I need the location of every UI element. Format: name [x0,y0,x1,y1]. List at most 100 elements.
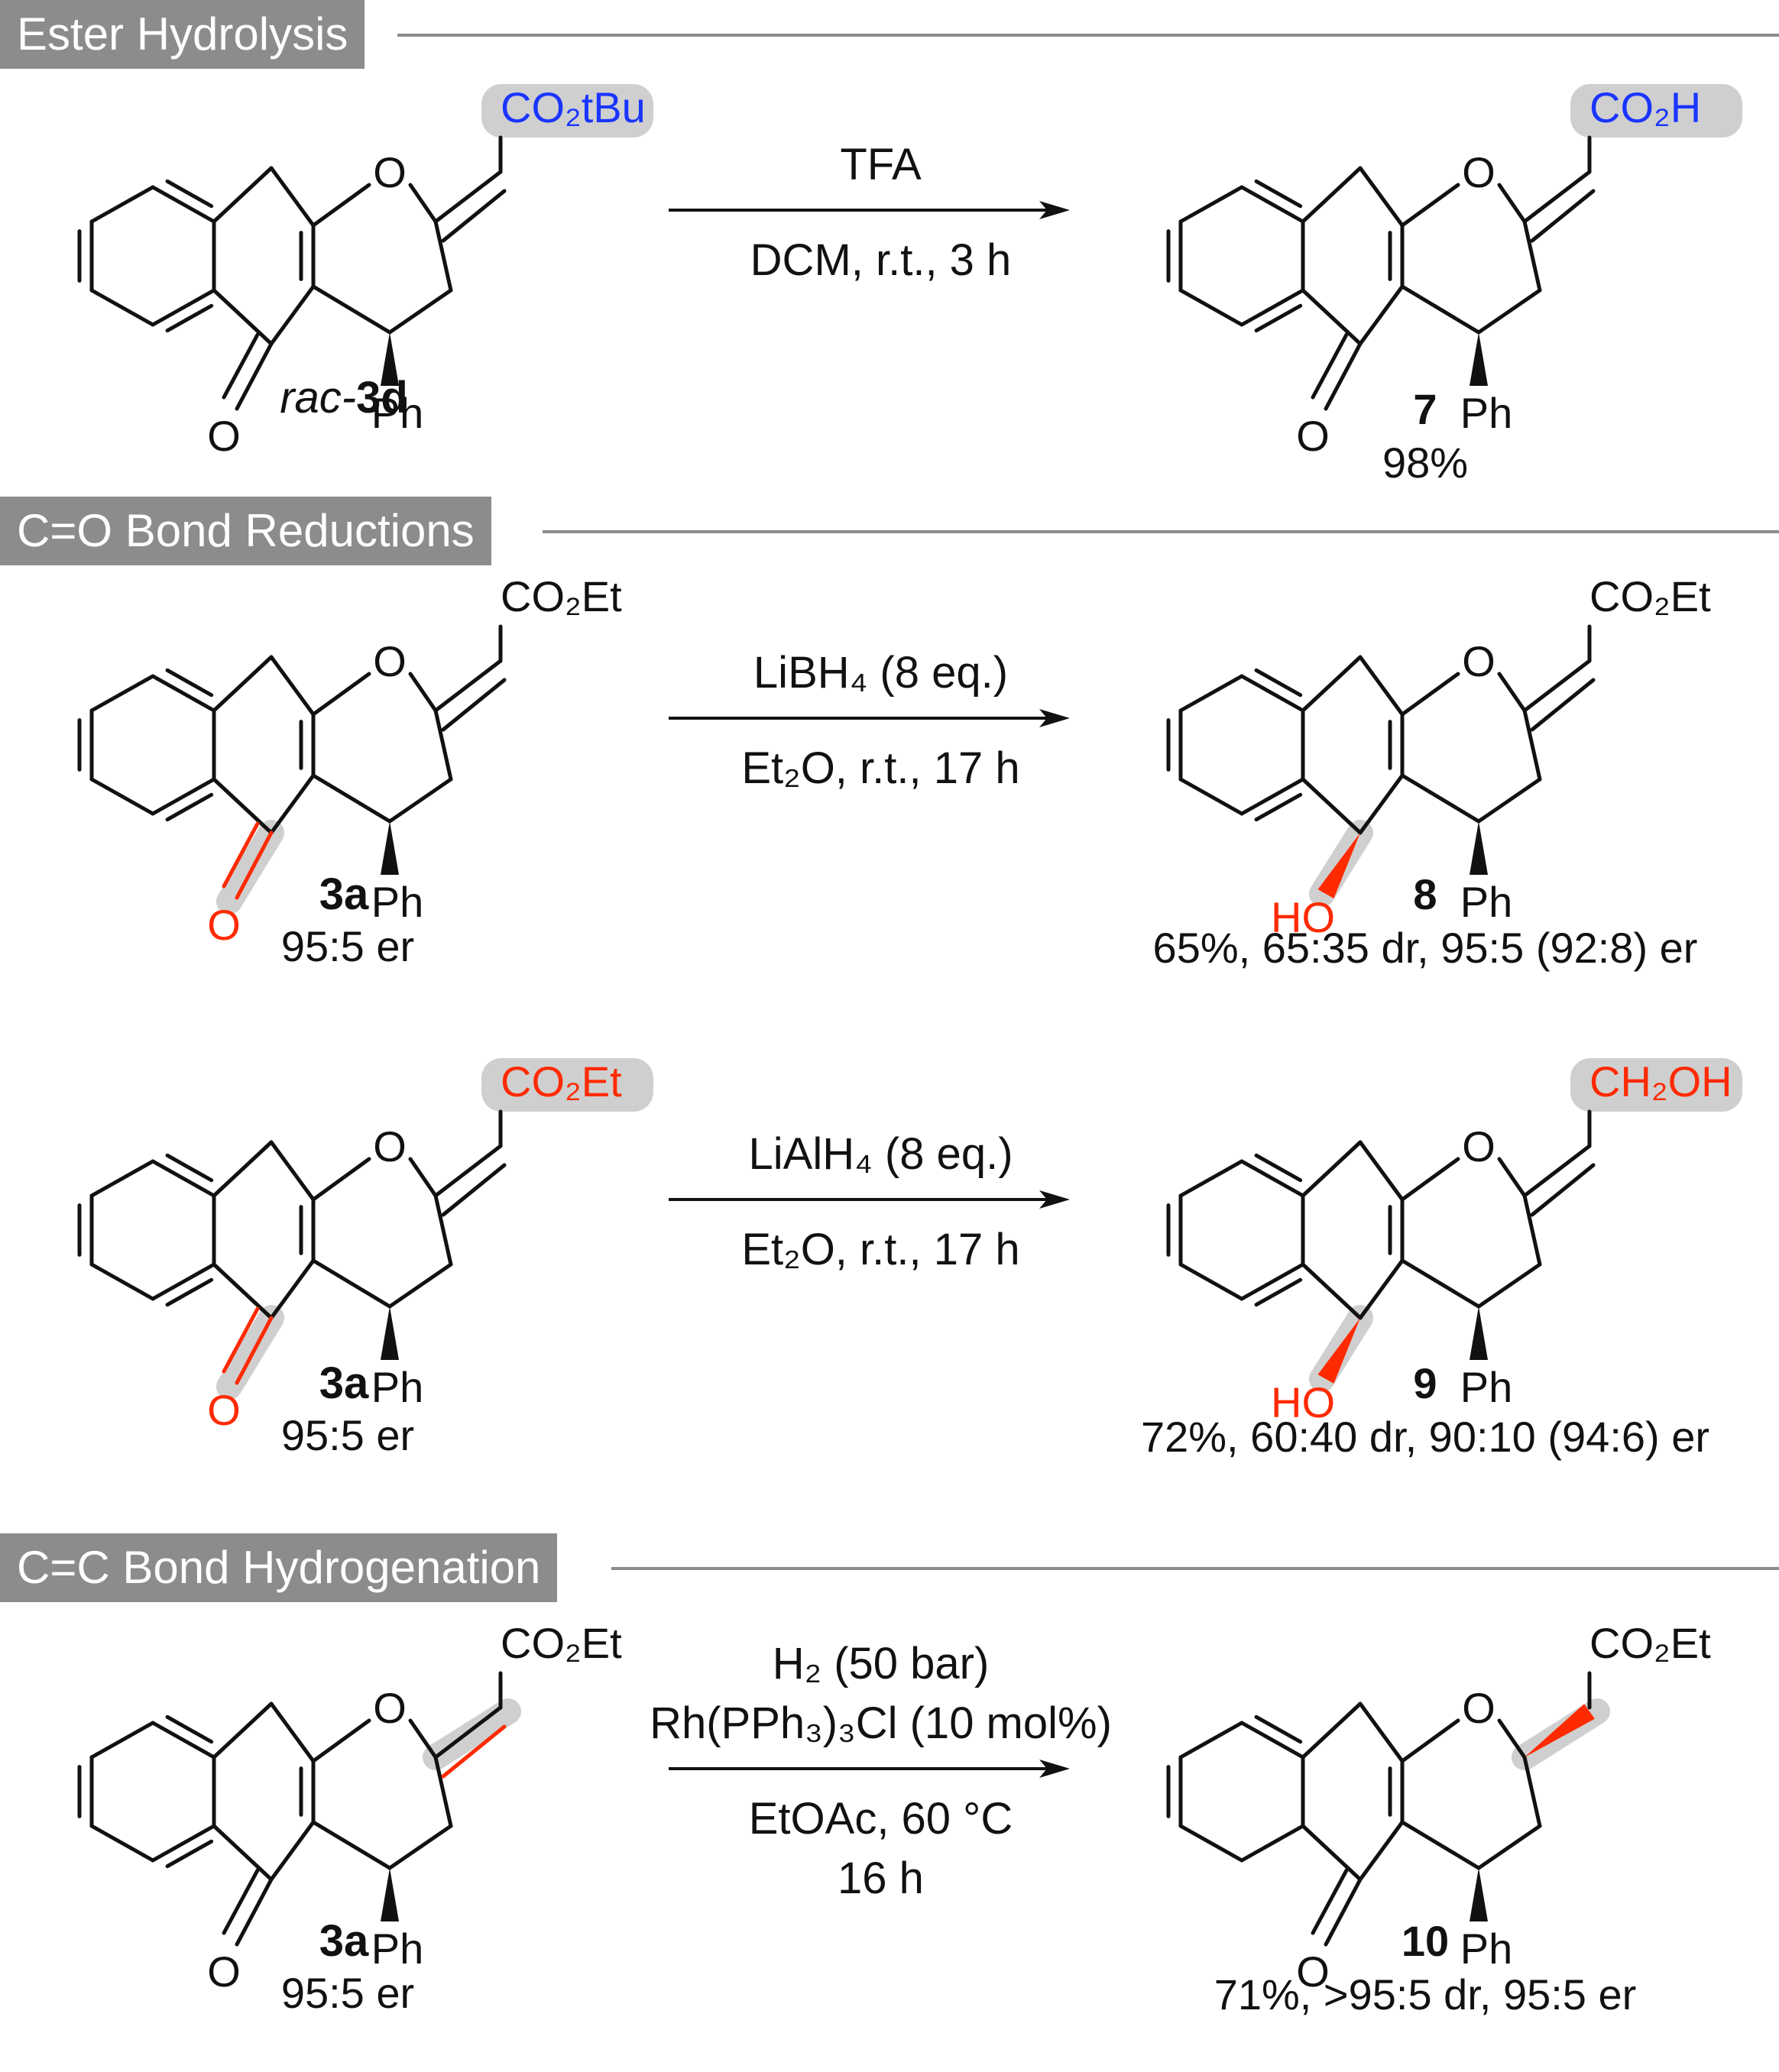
ring-bond [1400,284,1481,335]
compound-info: 95:5 er [281,922,414,970]
side-chain-wedge [1525,1704,1595,1757]
carbonyl-bond [1324,1877,1363,1947]
phenyl-wedge [1470,1306,1488,1360]
ring-bond [269,655,316,717]
phenyl-label: Ph [1460,1363,1513,1411]
aromatic-bond [151,288,216,327]
phenyl-label: Ph [1460,389,1513,437]
exocyclic-bond [1522,170,1592,224]
ring-oxygen: O [1462,637,1495,685]
ring-bond [1476,1824,1542,1870]
aromatic-bond [89,185,155,224]
compound-info: 98% [1382,439,1468,487]
ring-bond [269,166,316,228]
substituent-label: CO₂Et [1589,572,1711,620]
ring-bond [1476,1262,1542,1309]
phenyl-label: Ph [371,878,424,926]
reagent-label: LiAlH₄ (8 eq.) [748,1129,1013,1179]
ring-bond [1358,284,1405,346]
ring-bond [1476,288,1542,335]
exocyclic-bond-inner [441,678,507,732]
aromatic-bond [89,1824,155,1863]
ring-bond [1400,1157,1460,1202]
ring-bond [311,1258,392,1309]
arrow-head [1039,709,1070,727]
ring-bond [311,284,392,335]
aromatic-bond-inner [165,792,214,822]
ring-bond [408,672,438,713]
condition-label: DCM, r.t., 3 h [750,235,1012,285]
ring-bond [1358,1701,1405,1763]
exocyclic-bond [433,1144,503,1198]
ring-bond [408,1157,438,1198]
compound-info: 95:5 er [281,1411,414,1459]
aromatic-bond-inner [165,1153,214,1183]
compound-info: 95:5 er [281,1969,414,2017]
ring-bond [212,1262,274,1320]
compound-number: 3a [319,869,369,919]
aromatic-bond-inner [1254,668,1303,698]
section-label: C=O Bond Reductions [17,505,475,556]
aromatic-bond-inner [1254,1714,1303,1744]
ring-bond [212,288,274,346]
aromatic-bond-inner [1254,1153,1303,1183]
carbonyl-bond [235,342,274,411]
ring-bond [1522,219,1542,293]
phenyl-wedge [381,332,399,386]
ketone-oxygen: O [1296,1947,1330,1996]
phenyl-label: Ph [371,1925,424,1973]
aromatic-bond-inner [165,1714,214,1744]
aromatic-bond [89,1262,155,1301]
phenyl-wedge [381,821,399,875]
ring-bond [311,1718,371,1763]
aromatic-bond [1239,288,1305,327]
exocyclic-bond-inner [441,1724,507,1779]
ring-bond [212,166,274,224]
compound-number: 3a [319,1358,369,1408]
phenyl-wedge [1470,332,1488,386]
exocyclic-bond [433,659,503,713]
ring-bond [433,708,453,782]
ring-oxygen: O [373,1122,407,1170]
ring-bond [387,288,453,335]
substituent-label: CO₂Et [501,1057,622,1106]
carbonyl-bond-inner [1311,1868,1349,1935]
condition-label: Et₂O, r.t., 17 h [741,743,1019,793]
exocyclic-bond-inner [1530,678,1596,732]
exocyclic-bond-inner [441,1163,507,1217]
reagent-label: TFA [840,140,922,189]
compound-label: rac-3d [280,373,408,422]
aromatic-bond [151,1721,216,1760]
carbonyl-bond [235,830,274,900]
substituent-label: CO₂tBu [501,83,646,131]
ring-bond [433,219,453,293]
ring-oxygen: O [1462,1684,1495,1732]
reagent-label: LiBH₄ (8 eq.) [753,648,1008,698]
reagent-label: H₂ (50 bar) [773,1639,990,1688]
carbonyl-bond [1324,342,1363,411]
aromatic-bond [1178,185,1244,224]
ring-bond [269,773,316,835]
aromatic-bond [1239,777,1305,816]
ring-bond [1301,288,1363,346]
section-label: Ester Hydrolysis [17,8,348,60]
ring-bond [1301,1140,1363,1198]
ring-bond [1358,166,1405,228]
substituent-label: CO₂Et [1589,1619,1711,1667]
ring-bond [1497,672,1527,713]
condition-label: 16 h [838,1853,924,1903]
carbonyl-bond-inner [222,1868,260,1935]
compound-number: 10 [1401,1917,1449,1965]
arrow-head [1039,1760,1070,1778]
aromatic-bond [151,1159,216,1198]
section-rule [543,530,1779,533]
exocyclic-bond [433,1705,503,1760]
ring-bond [387,1262,453,1309]
aromatic-bond [89,1721,155,1760]
phenyl-wedge [381,1306,399,1360]
section-header-cc-hydrogenation: C=C Bond Hydrogenation [0,1533,558,1602]
